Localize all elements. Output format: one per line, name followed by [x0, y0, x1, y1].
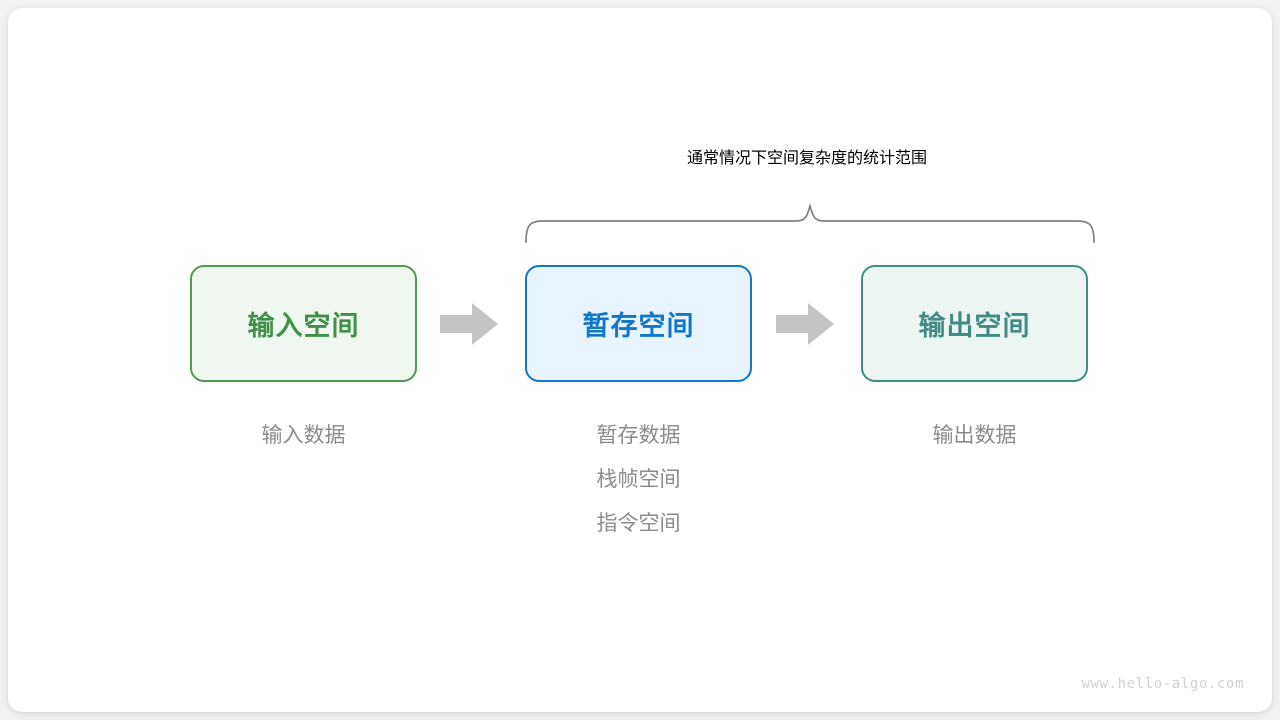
box-temp-space: 暂存空间: [525, 265, 752, 382]
brace-caption-emphasis: 空间复杂度: [766, 150, 847, 167]
caption-column-input: 输入数据: [190, 425, 417, 469]
brace-caption-suffix: 的统计范围: [847, 150, 928, 167]
caption-input-data: 输入数据: [261, 424, 346, 447]
horizontal-curly-brace-icon: [515, 195, 1105, 260]
box-output-space: 输出空间: [861, 265, 1088, 382]
arrow-input-to-temp-icon: [440, 303, 498, 345]
watermark: www.hello-algo.com: [1081, 676, 1244, 692]
caption-column-temp: 暂存数据 栈帧空间 指令空间: [525, 425, 752, 557]
caption-column-output: 输出数据: [861, 425, 1088, 469]
caption-instruction: 指令空间: [596, 512, 681, 535]
arrow-temp-to-output-icon: [776, 303, 834, 345]
caption-temp-data: 暂存数据: [596, 424, 681, 447]
brace-caption-prefix: 通常情况下: [686, 150, 767, 167]
box-input-space-label: 输入空间: [247, 311, 360, 341]
caption-stack-frame: 栈帧空间: [596, 468, 681, 491]
box-temp-space-label: 暂存空间: [582, 311, 695, 341]
box-input-space: 输入空间: [190, 265, 417, 382]
box-output-space-label: 输出空间: [918, 311, 1031, 341]
brace-caption: 通常情况下空间复杂度的统计范围: [607, 144, 1007, 168]
caption-output-data: 输出数据: [932, 424, 1017, 447]
